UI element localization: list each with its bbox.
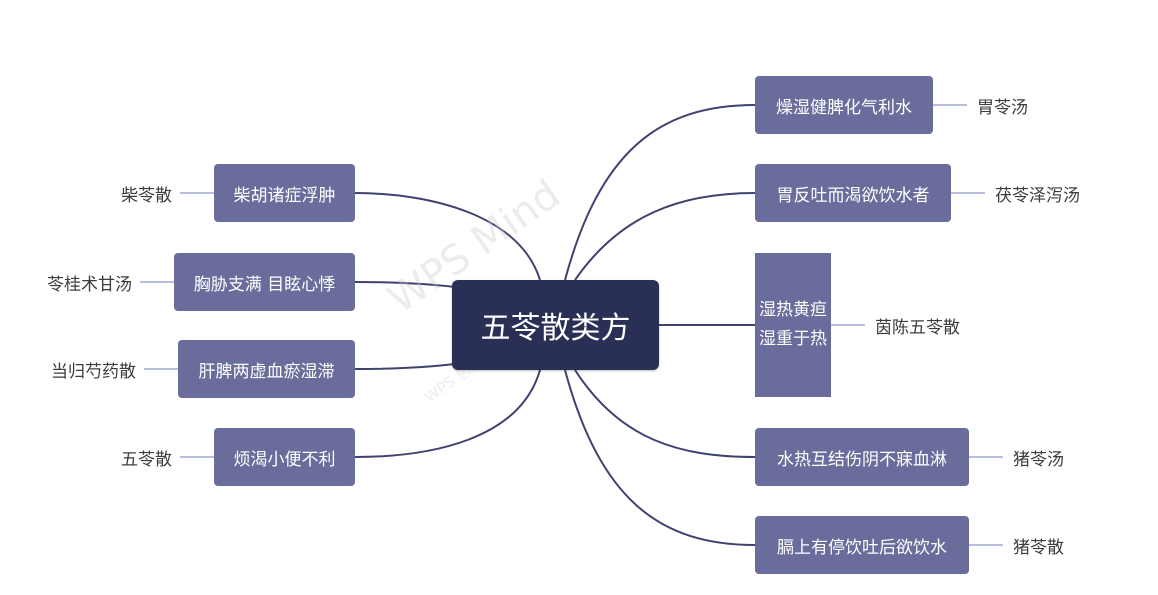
branch-right-2[interactable]: 胃反吐而渴欲饮水者 (755, 164, 951, 222)
connector-right-1 (564, 104, 756, 281)
leaf-left-1[interactable]: 柴苓散 (121, 185, 172, 206)
leaf-right-2[interactable]: 茯苓泽泻汤 (995, 185, 1080, 206)
leaf-left-4[interactable]: 五苓散 (121, 449, 172, 470)
connector-left-4 (354, 369, 541, 458)
connector-right-4 (574, 369, 756, 458)
connector-left-2 (354, 281, 456, 288)
connector-right-5 (564, 369, 756, 546)
leaf-right-4[interactable]: 猪苓汤 (1013, 449, 1064, 470)
leaf-right-3[interactable]: 茵陈五苓散 (875, 317, 960, 338)
leaf-left-2[interactable]: 苓桂术甘汤 (47, 274, 132, 295)
leaf-right-1[interactable]: 胃苓汤 (977, 97, 1028, 118)
connector-right-2 (574, 192, 756, 281)
leaf-right-5[interactable]: 猪苓散 (1013, 537, 1064, 558)
branch-left-3[interactable]: 肝脾两虚血瘀湿滞 (178, 340, 355, 398)
connector-left-3 (354, 363, 456, 370)
branch-right-4[interactable]: 水热互结伤阴不寐血淋 (755, 428, 969, 486)
branch-left-4[interactable]: 烦渴小便不利 (214, 428, 355, 486)
branch-right-3[interactable]: 湿热黄疸湿重于热 (755, 253, 831, 397)
branch-left-1[interactable]: 柴胡诸症浮肿 (214, 164, 355, 222)
branch-left-2[interactable]: 胸胁支满 目眩心悸 (174, 253, 355, 311)
connector-left-1 (354, 192, 541, 281)
branch-right-1[interactable]: 燥湿健脾化气利水 (755, 76, 933, 134)
leaf-left-3[interactable]: 当归芍药散 (51, 361, 136, 382)
center-topic[interactable]: 五苓散类方 (452, 280, 659, 370)
branch-right-5[interactable]: 膈上有停饮吐后欲饮水 (755, 516, 969, 574)
